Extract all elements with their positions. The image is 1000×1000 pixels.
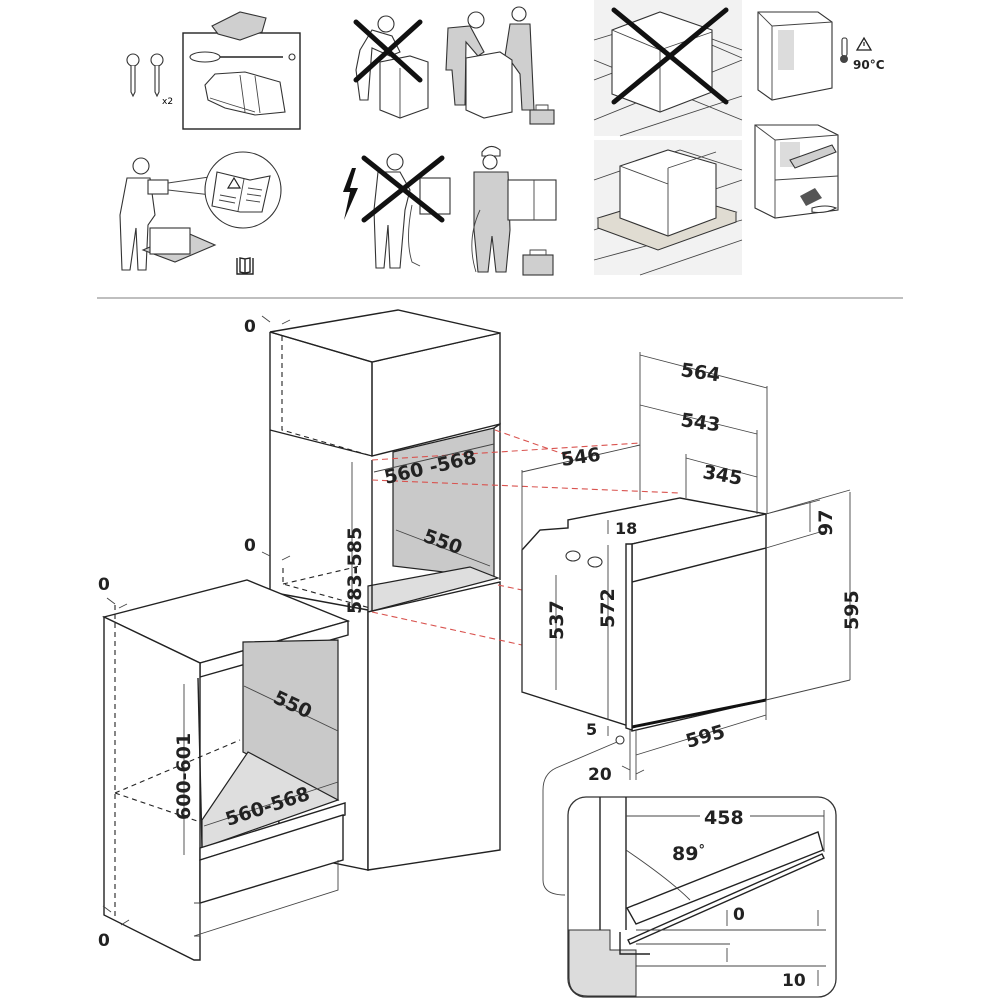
tall-gap-top-label: 0 xyxy=(244,317,256,337)
oven-depth-345-label: 345 xyxy=(701,461,744,490)
oven-front-height-label: 595 xyxy=(841,590,863,630)
cabinet-icon xyxy=(757,11,833,101)
door-angle-label: 89° xyxy=(672,843,705,865)
door-detail-panel xyxy=(567,796,837,998)
manual-book-icon xyxy=(236,257,254,275)
lightning-icon xyxy=(343,168,358,220)
door-length-label: 458 xyxy=(704,807,744,829)
spacer-clip-icon xyxy=(211,11,267,41)
warning-triangle-icon xyxy=(855,36,873,51)
cross-icon xyxy=(361,155,445,223)
person-wiring-icon xyxy=(373,153,451,269)
box-icon xyxy=(379,55,429,119)
oven-body-depth-label: 546 xyxy=(560,444,602,471)
screws-count-label: x2 xyxy=(162,97,173,107)
oven-body-height-537-label: 537 xyxy=(546,600,568,640)
vacuum-icon xyxy=(789,144,837,169)
screwdriver-icon xyxy=(189,51,296,63)
base-cabinet xyxy=(101,579,351,961)
wall-socket-icon xyxy=(507,179,557,221)
detail-callout-leader xyxy=(542,741,618,896)
temperature-label: 90°C xyxy=(853,58,885,72)
oven-top-offset-label: 18 xyxy=(615,519,637,538)
screw-icon xyxy=(126,53,164,98)
cabinet-icon xyxy=(754,124,839,219)
door-clearance-top-label: 0 xyxy=(733,905,745,925)
base-niche-height-label: 600-601 xyxy=(173,733,195,820)
oven-panel-height-label: 97 xyxy=(815,510,837,536)
electrician-icon xyxy=(471,145,511,273)
dustpan-icon xyxy=(800,188,838,214)
detail-callout-marker xyxy=(615,735,625,745)
door-clearance-bottom-label: 10 xyxy=(782,971,806,991)
cross-icon xyxy=(611,7,729,105)
oven-front-width-label: 595 xyxy=(683,721,727,753)
oven-door-thickness-label: 20 xyxy=(588,765,612,785)
toolbox-icon xyxy=(529,104,555,125)
tall-niche-height-label: 583-585 xyxy=(344,527,366,614)
thermometer-icon xyxy=(840,37,848,63)
oven-body-height-572-label: 572 xyxy=(597,588,619,628)
oven-depth-564-label: 564 xyxy=(679,359,721,386)
cross-icon xyxy=(353,19,423,83)
tall-gap-middle-label: 0 xyxy=(244,536,256,556)
degree-symbol: ° xyxy=(698,843,705,858)
base-gap-top-label: 0 xyxy=(98,575,110,595)
base-gap-bottom-label: 0 xyxy=(98,931,110,951)
alignment-guides xyxy=(371,429,681,646)
oven-package-icon xyxy=(141,227,217,263)
door-angle-value: 89 xyxy=(672,843,698,865)
oven-icon xyxy=(619,149,717,237)
oven-depth-543-label: 543 xyxy=(679,409,721,436)
person-reading-icon xyxy=(119,157,169,271)
oven-bottom-offset-label: 5 xyxy=(586,720,597,739)
gloves-icon xyxy=(204,71,286,116)
box-icon xyxy=(465,51,513,119)
warning-triangle-icon xyxy=(226,176,242,189)
oven-body xyxy=(521,497,767,732)
manual-page-icon xyxy=(211,171,271,213)
toolbox-icon xyxy=(522,249,554,276)
